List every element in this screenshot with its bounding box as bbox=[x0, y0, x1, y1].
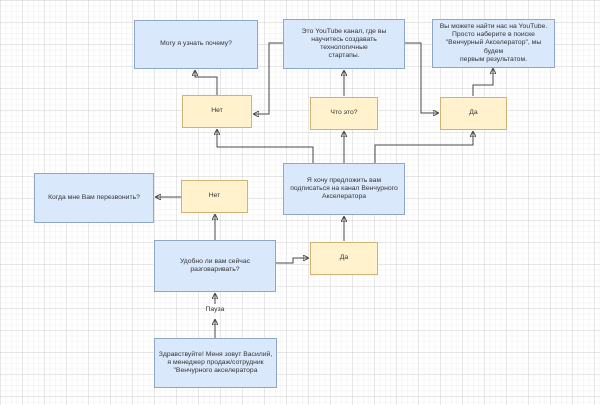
node-yes-continue[interactable]: Да bbox=[310, 242, 378, 275]
node-yes-subscribe[interactable]: Да bbox=[440, 97, 507, 130]
node-convenient[interactable]: Удобно ли вам сейчас разговаривать? bbox=[154, 240, 276, 292]
node-no-why-label: Нет bbox=[211, 107, 223, 115]
node-no-callback-label: Нет bbox=[208, 192, 221, 200]
node-greeting[interactable]: Здравствуйте! Меня зовут Василий, я мене… bbox=[154, 338, 277, 388]
node-offer[interactable]: Я хочу предложить вам подписаться на кан… bbox=[283, 163, 405, 215]
node-what-is-it-label: Что это? bbox=[330, 109, 358, 117]
node-what-is-it[interactable]: Что это? bbox=[310, 97, 378, 130]
node-greeting-label: Здравствуйте! Меня зовут Василий, я мене… bbox=[158, 350, 273, 375]
node-find-us[interactable]: Вы можете найти нас на YouTube. Просто н… bbox=[432, 19, 555, 68]
node-no-why[interactable]: Нет bbox=[182, 95, 252, 128]
connector-yes-findus bbox=[472, 68, 493, 96]
node-why[interactable]: Могу я узнать почему? bbox=[134, 20, 258, 69]
node-pause-label: Пауза bbox=[205, 306, 225, 313]
connector-offer-no bbox=[217, 129, 314, 163]
connector-offer-yes bbox=[374, 131, 473, 163]
node-youtube-channel-label: Это YouTube канал, где вы научитесь созд… bbox=[301, 27, 387, 60]
node-callback[interactable]: Когда мне Вам перезвонить? bbox=[34, 173, 154, 223]
node-yes-continue-label: Да bbox=[339, 254, 349, 262]
connector-no-why bbox=[195, 70, 218, 95]
node-why-label: Могу я узнать почему? bbox=[160, 40, 232, 48]
node-convenient-label: Удобно ли вам сейчас разговаривать? bbox=[179, 257, 251, 273]
node-find-us-label: Вы можете найти нас на YouTube. Просто н… bbox=[439, 23, 548, 63]
node-no-callback[interactable]: Нет bbox=[181, 180, 248, 213]
node-yes-subscribe-label: Да bbox=[469, 109, 478, 117]
connector-convenient-yes bbox=[276, 258, 309, 264]
node-callback-label: Когда мне Вам перезвонить? bbox=[48, 193, 140, 201]
node-youtube-channel[interactable]: Это YouTube канал, где вы научитесь созд… bbox=[283, 19, 405, 69]
node-offer-label: Я хочу предложить вам подписаться на кан… bbox=[290, 176, 398, 201]
